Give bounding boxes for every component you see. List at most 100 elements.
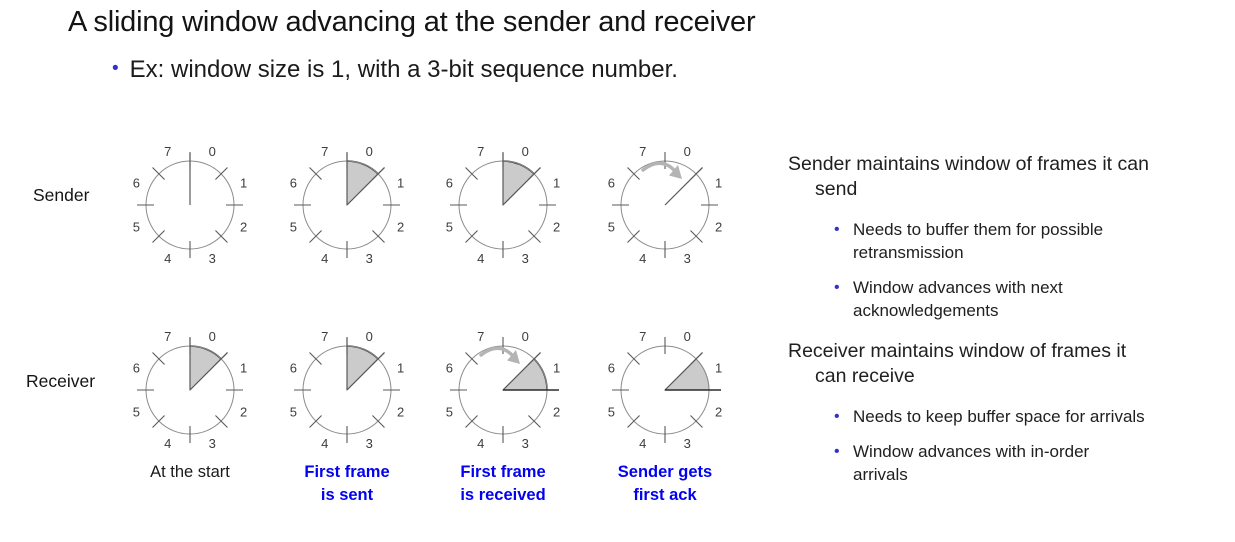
dial-number: 0 (684, 144, 691, 159)
dial-number: 1 (240, 360, 247, 375)
notes-panel: Sender maintains window of frames it can… (788, 152, 1218, 503)
dial-number: 0 (366, 144, 373, 159)
dial-number: 4 (321, 251, 328, 266)
note-heading-line: Sender maintains window of frames it can (788, 153, 1149, 175)
note-heading-1: Sender maintains window of frames it can… (788, 152, 1218, 202)
dial-number: 3 (684, 436, 691, 451)
dial-number: 2 (240, 405, 247, 420)
dial-number: 2 (240, 220, 247, 235)
dial-number: 4 (164, 251, 171, 266)
advance-arrow-icon (641, 161, 677, 173)
dial-number: 5 (446, 220, 453, 235)
advance-arrow-head-icon (669, 165, 682, 179)
ne-radius-line (346, 352, 385, 391)
dial-number: 7 (164, 144, 171, 159)
dial-number: 2 (715, 405, 722, 420)
dial-number: 0 (366, 329, 373, 344)
dial-tick (465, 167, 478, 180)
window-wedge (663, 358, 710, 391)
dial-number: 2 (397, 220, 404, 235)
dial-tick (152, 167, 165, 180)
dial-tick (309, 167, 322, 180)
dial-tick (372, 415, 385, 428)
dial-number: 2 (397, 405, 404, 420)
dial-number: 4 (477, 251, 484, 266)
dial-tick (309, 230, 322, 243)
caption-line: First frame (304, 463, 390, 481)
ne-radius-line (664, 352, 703, 391)
dial-tick (309, 352, 322, 365)
dial-number: 3 (522, 436, 529, 451)
note-bullet-line: Window advances with next (853, 278, 1063, 297)
dial-tick (465, 230, 478, 243)
dial-number: 6 (608, 175, 615, 190)
dial-number: 0 (522, 329, 529, 344)
dial-tick (215, 230, 228, 243)
dial-number: 1 (553, 175, 560, 190)
dial-number: 7 (639, 329, 646, 344)
caption-line: At the start (150, 463, 230, 481)
bullet-icon: • (112, 58, 119, 79)
dial-tick (627, 230, 640, 243)
dial-number: 5 (446, 405, 453, 420)
dial-tick (309, 415, 322, 428)
note-bullet-line: Needs to keep buffer space for arrivals (853, 407, 1145, 426)
dial-number: 7 (477, 329, 484, 344)
note-heading-line: Receiver maintains window of frames it (788, 340, 1127, 362)
dial-number: 6 (133, 360, 140, 375)
dial-number: 2 (553, 405, 560, 420)
dial-number: 1 (715, 175, 722, 190)
dial-tick (152, 415, 165, 428)
dial-tick (215, 415, 228, 428)
dial-number: 5 (133, 405, 140, 420)
window-wedge (346, 160, 379, 207)
dial-tick (215, 167, 228, 180)
dial-number: 3 (209, 251, 216, 266)
advance-arrow-icon (479, 346, 515, 358)
dial-number: 5 (608, 405, 615, 420)
dial-number: 7 (639, 144, 646, 159)
bullet-icon: • (834, 221, 840, 238)
dial-number: 5 (133, 220, 140, 235)
ne-radius-line (664, 167, 703, 206)
window-wedge (346, 345, 379, 392)
dial-tick (627, 415, 640, 428)
note-bullet-line: Window advances with in-order (853, 442, 1090, 461)
dial-number: 6 (290, 175, 297, 190)
ne-radius-line (189, 352, 228, 391)
dial-number: 3 (684, 251, 691, 266)
bullet-icon: • (834, 279, 840, 296)
dial-number: 2 (553, 220, 560, 235)
note-bullet: • Needs to keep buffer space for arrivals (788, 405, 1218, 428)
dial-tick (627, 352, 640, 365)
dial-number: 4 (639, 251, 646, 266)
dial-number: 4 (477, 436, 484, 451)
bullet-icon: • (834, 408, 840, 425)
ne-radius-line (502, 167, 541, 206)
window-wedge (501, 358, 548, 391)
dial-number: 4 (639, 436, 646, 451)
dial-number: 7 (164, 329, 171, 344)
dial-number: 6 (290, 360, 297, 375)
dial-number: 6 (446, 175, 453, 190)
dial-number: 0 (684, 329, 691, 344)
dial-number: 3 (522, 251, 529, 266)
caption-line: Sender gets (617, 463, 713, 481)
dial-number: 3 (366, 436, 373, 451)
dial-number: 0 (209, 329, 216, 344)
dial-number: 7 (321, 329, 328, 344)
page-title: A sliding window advancing at the sender… (68, 6, 756, 38)
dial-tick (690, 415, 703, 428)
